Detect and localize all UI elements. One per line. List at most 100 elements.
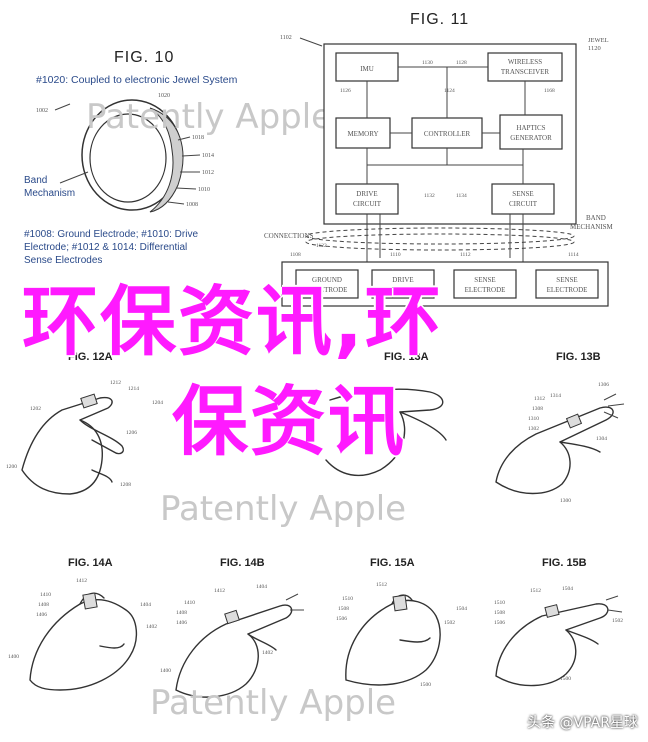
fig10-caption-bottom-3: Sense Electrodes: [24, 255, 102, 266]
fig15a-title: FIG. 15A: [370, 557, 415, 569]
fig15b-title: FIG. 15B: [542, 557, 587, 569]
fig15b-ref-1512: 1512: [530, 588, 541, 594]
ring-drawing: [59, 99, 201, 213]
fig13b-ref-1308: 1308: [532, 406, 543, 412]
controller-block: [411, 117, 483, 149]
fig12a-ref-1208: 1208: [120, 482, 131, 488]
fig11-title: FIG. 11: [410, 11, 469, 28]
fig12a-ref-1202: 1202: [30, 406, 41, 412]
fig13b-ref-1304: 1304: [596, 436, 607, 442]
fig13b-ref-1310: 1310: [528, 416, 539, 422]
drive-circuit-block: [335, 183, 399, 215]
fig13b-ref-1314: 1314: [550, 393, 561, 399]
fig15a-ref-1502: 1502: [444, 620, 455, 626]
fig13b-title: FIG. 13B: [556, 351, 601, 363]
fig12a-ref-1200: 1200: [6, 464, 17, 470]
haptics-label-1: HAPTICS: [516, 124, 545, 132]
fig15b-ref-1500: 1500: [560, 676, 571, 682]
hand-drawing-14b: [175, 593, 304, 698]
hand-drawing-15a: [345, 594, 441, 686]
imu-ref: 1130: [422, 60, 433, 66]
band-mechanism-label-1: BAND: [586, 214, 606, 222]
fig10-title: FIG. 10: [114, 49, 174, 66]
hand-drawing-12a: [21, 393, 124, 495]
fig14a-ref-1410: 1410: [40, 592, 51, 598]
wireless-ref: 1128: [456, 60, 467, 66]
fig12a-ref-1204: 1204: [152, 400, 163, 406]
memory-ref: 1126: [340, 88, 351, 94]
fig10-ref-1012: 1012: [202, 170, 214, 176]
fig15a-ref-1512: 1512: [376, 582, 387, 588]
sense-electrode2-block: [535, 269, 599, 299]
memory-label: MEMORY: [347, 130, 378, 138]
connections-ref: 1122: [316, 243, 327, 249]
haptics-block: [499, 114, 563, 150]
fig10-ref-1020: 1020: [158, 93, 170, 99]
fig10-leader-line: [54, 103, 71, 111]
ground-electrode-label-1: GROUND: [312, 276, 342, 284]
fig15b-ref-1510: 1510: [494, 600, 505, 606]
fig11-jewel-label: JEWEL: [588, 37, 609, 44]
fig13a-title: FIG. 13A: [384, 351, 429, 363]
memory-block: [335, 117, 391, 149]
fig10-caption-bottom-1: #1008: Ground Electrode; #1010: Drive: [24, 229, 198, 240]
fig14a-ref-1400: 1400: [8, 654, 19, 660]
imu-label: IMU: [360, 65, 374, 73]
fig15a-ref-1508: 1508: [338, 606, 349, 612]
sense-circuit-ref: 1134: [456, 193, 467, 199]
fig13b-ref-1312: 1312: [534, 396, 545, 402]
fig14b-ref-1400: 1400: [160, 668, 171, 674]
fig12a-ref-1206: 1206: [126, 430, 137, 436]
sense-circuit-block: [491, 183, 555, 215]
fig10-caption-bottom-2: Electrode; #1012 & 1014: Differential: [24, 242, 187, 253]
fig14b-ref-1412: 1412: [214, 588, 225, 594]
fig14a-ref-1408: 1408: [38, 602, 49, 608]
fig15a-ref-1506: 1506: [336, 616, 347, 622]
drive-electrode-block: [371, 269, 435, 299]
fig12a-ref-1214: 1214: [128, 386, 139, 392]
fig14b-ref-1408: 1408: [176, 610, 187, 616]
haptics-label-2: GENERATOR: [510, 134, 552, 142]
fig10-band-label-2: Mechanism: [24, 188, 75, 199]
fig14a-ref-1404: 1404: [140, 602, 151, 608]
drive-electrode-ref: 1110: [390, 252, 401, 258]
fig10-ref-1002: 1002: [36, 108, 48, 114]
fig15a-ref-1500: 1500: [420, 682, 431, 688]
fig12a-title: FIG. 12A: [68, 351, 113, 363]
ground-electrode-block: [295, 269, 359, 299]
fig10-ref-1014: 1014: [202, 153, 214, 159]
fig10-band-label-1: Band: [24, 175, 47, 186]
fig11-ref-1102: 1102: [280, 35, 292, 41]
fig13b-ref-1306: 1306: [598, 382, 609, 388]
fig11-connectors: [305, 66, 575, 268]
fig14a-ref-1402: 1402: [146, 624, 157, 630]
drive-circuit-label-2: CIRCUIT: [353, 200, 382, 208]
haptics-ref: 1168: [544, 88, 555, 94]
fig10-watermark: Patently Apple: [86, 97, 332, 137]
sense-electrode2-ref: 1114: [568, 252, 579, 258]
sense-electrode1-label-2: ELECTRODE: [465, 286, 506, 294]
sense-electrode2-label-2: ELECTRODE: [547, 286, 588, 294]
fig12a-ref-1212: 1212: [110, 380, 121, 386]
sense-circuit-label-2: CIRCUIT: [509, 200, 538, 208]
fig13b-ref-1300: 1300: [560, 498, 571, 504]
hand-drawing-15b: [495, 595, 623, 687]
fig14a-ref-1412: 1412: [76, 578, 87, 584]
fig15b-ref-1504: 1504: [562, 586, 573, 592]
fig14a-ref-1406: 1406: [36, 612, 47, 618]
connections-label: CONNECTIONS: [264, 232, 313, 240]
drive-circuit-ref: 1132: [424, 193, 435, 199]
band-mechanism-label-2: MECHANISM: [570, 223, 614, 231]
drive-electrode-label-1: DRIVE: [392, 276, 413, 284]
fig10-ref-1010: 1010: [198, 187, 210, 193]
drive-circuit-label-1: DRIVE: [356, 190, 377, 198]
sense-electrode2-label-1: SENSE: [556, 276, 577, 284]
fig13b-ref-1302: 1302: [528, 426, 539, 432]
fig11-ref-leader: [299, 37, 323, 47]
ground-electrode-ref: 1108: [290, 252, 301, 258]
hand-drawing-13a: [325, 388, 447, 477]
imu-block: [335, 52, 399, 82]
fig15b-ref-1506: 1506: [494, 620, 505, 626]
fig15b-ref-1502: 1502: [612, 618, 623, 624]
